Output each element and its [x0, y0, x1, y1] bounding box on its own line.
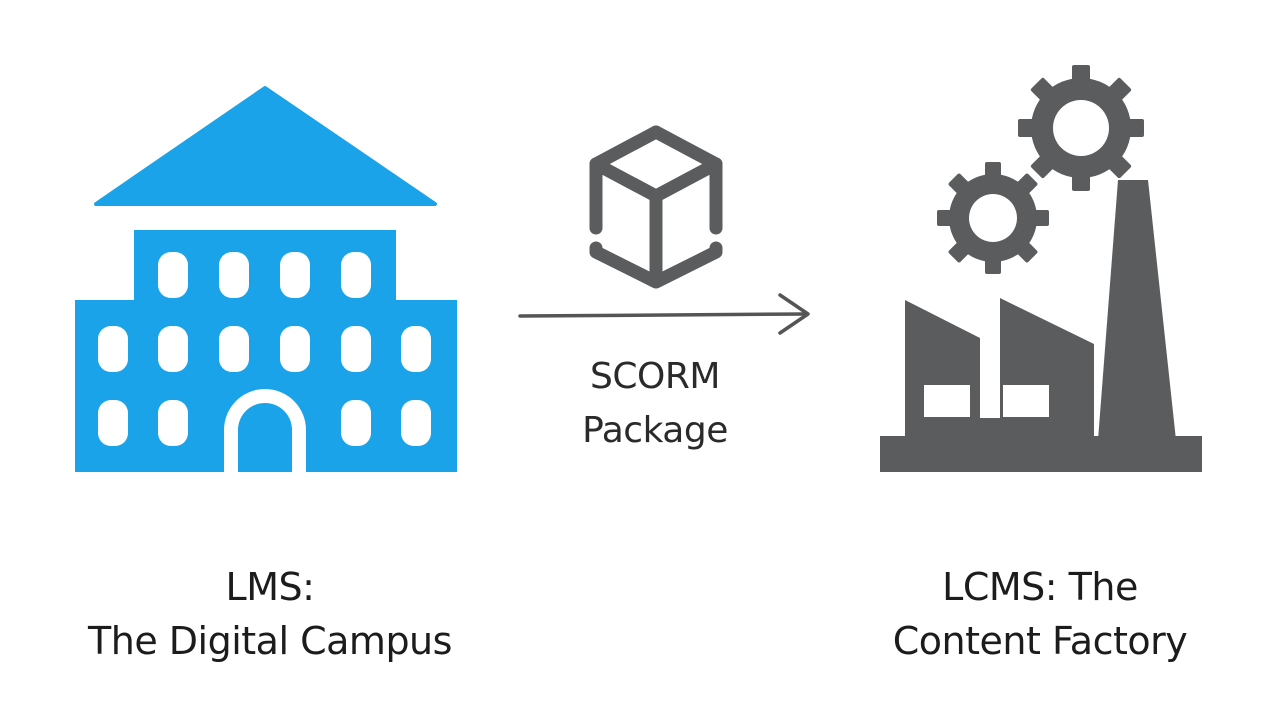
- factory-building: [905, 298, 1094, 440]
- lms-label-line1: LMS:: [225, 565, 315, 609]
- factory-chimney: [1098, 180, 1176, 440]
- scorm-label-line2: Package: [582, 410, 728, 451]
- factory-window: [924, 385, 970, 417]
- gear-icon: [1018, 65, 1144, 191]
- lcms-label-line2: Content Factory: [892, 619, 1188, 663]
- lms-label: LMS: The Digital Campus: [60, 560, 480, 668]
- campus-door: [224, 389, 306, 472]
- campus-windows: [98, 252, 431, 472]
- flow-arrow: [518, 293, 810, 335]
- scorm-package-label: SCORM Package: [540, 350, 770, 458]
- gear-icon: [937, 162, 1049, 274]
- campus-building-icon: [75, 86, 457, 472]
- campus-roof: [94, 86, 437, 206]
- factory-icon: [880, 180, 1202, 472]
- package-cube-icon: [589, 125, 723, 289]
- campus-base: [75, 300, 457, 472]
- lcms-label: LCMS: The Content Factory: [840, 560, 1240, 668]
- scorm-label-line1: SCORM: [590, 356, 720, 397]
- lms-label-line2: The Digital Campus: [88, 619, 452, 663]
- factory-window: [1003, 385, 1049, 417]
- factory-base: [880, 436, 1202, 472]
- lcms-label-line1: LCMS: The: [942, 565, 1138, 609]
